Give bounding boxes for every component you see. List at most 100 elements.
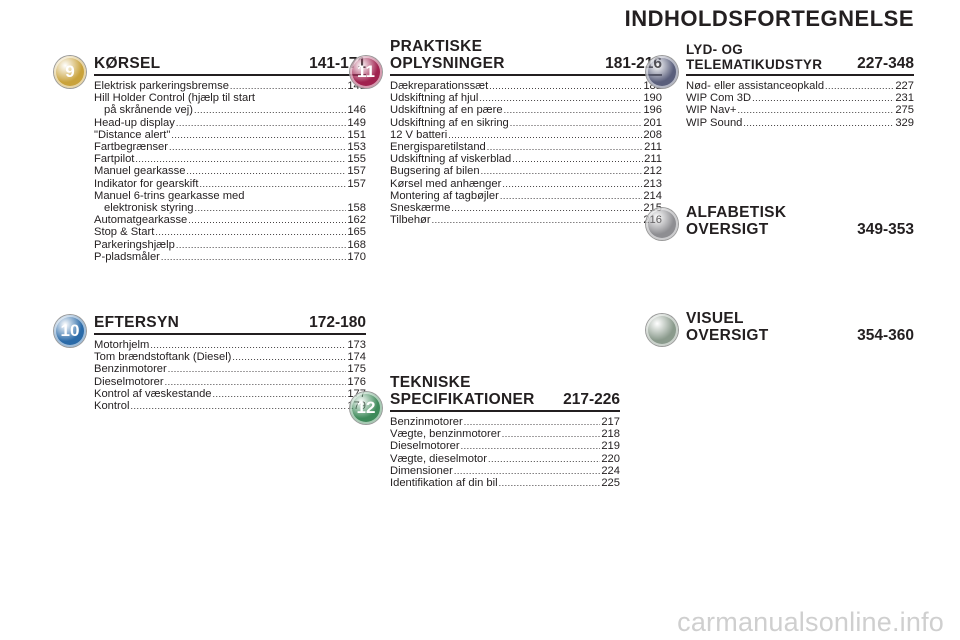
- section-title: EFTERSYN: [94, 314, 180, 331]
- toc-list: Elektrisk parkeringsbremse141Hill Holder…: [94, 80, 366, 263]
- toc-entry-title: Dieselmotorer: [390, 440, 460, 453]
- toc-entry-page: 190: [643, 92, 662, 105]
- toc-entry: elektronisk styring158: [94, 202, 366, 214]
- dot-leader: [454, 465, 601, 477]
- toc-entry-title: "Distance alert": [94, 128, 171, 141]
- section-header: 11 PRAKTISKE OPLYSNINGER 181-216: [350, 30, 662, 88]
- dot-leader: [752, 92, 894, 104]
- dot-leader: [176, 117, 346, 129]
- toc-entry-page: 211: [644, 153, 662, 166]
- toc-entry-page: 157: [347, 177, 366, 190]
- toc-entry: Manuel gearkasse157: [94, 165, 366, 177]
- dot-leader: [481, 165, 643, 177]
- toc-entry-title: Vægte, benzinmotorer: [390, 428, 501, 441]
- dot-leader: [510, 117, 643, 129]
- toc-entry-title: Kontrol: [94, 400, 130, 413]
- chapter-badge-10: 10: [54, 315, 86, 347]
- toc-entry: Nød- eller assistanceopkald227: [686, 80, 914, 92]
- toc-entry-page: 170: [347, 250, 366, 263]
- toc-entry-title: P-pladsmåler: [94, 250, 160, 263]
- toc-entry-page: 153: [347, 141, 366, 154]
- toc-entry-page: 201: [643, 116, 662, 129]
- toc-entry: Kontrol af væskestande177: [94, 388, 366, 400]
- toc-entry-title: WIP Nav+: [686, 104, 737, 117]
- toc-entry: Benzinmotorer175: [94, 363, 366, 375]
- toc-entry-title: Bugsering af bilen: [390, 165, 480, 178]
- toc-entry-title: WIP Sound: [686, 116, 743, 129]
- toc-entry-page: 275: [895, 104, 914, 117]
- toc-entry-title: Indikator for gearskift: [94, 177, 199, 190]
- dot-leader: [479, 92, 642, 104]
- toc-entry: Elektrisk parkeringsbremse141: [94, 80, 366, 92]
- toc-entry-page: 217: [601, 416, 620, 428]
- dot-leader: [500, 190, 643, 202]
- section-alfabetisk-oversigt: ALFABETISK OVERSIGT 349-353: [646, 196, 914, 240]
- toc-entry-title: elektronisk styring: [104, 202, 194, 215]
- toc-entry: Stop & Start165: [94, 226, 366, 238]
- section-visuel-oversigt: VISUEL OVERSIGT 354-360: [646, 302, 914, 346]
- chapter-badge-12: 12: [350, 392, 382, 424]
- section-page-range: 217-226: [563, 391, 620, 408]
- toc-entry-page: 157: [347, 165, 366, 178]
- section-page-range: 227-348: [857, 55, 914, 72]
- toc-entry: Udskiftning af en sikring201: [390, 117, 662, 129]
- dot-leader: [487, 141, 643, 153]
- toc-entry: Montering af tagbøjler214: [390, 190, 662, 202]
- toc-entry: Energisparetilstand 211: [390, 141, 662, 153]
- toc-entry-title: Elektrisk parkeringsbremse: [94, 80, 229, 92]
- toc-entry-page: 225: [601, 477, 620, 490]
- toc-entry-page: 219: [601, 440, 620, 453]
- toc-entry: Hill Holder Control (hjælp til start: [94, 92, 366, 104]
- toc-entry: Automatgearkasse162: [94, 214, 366, 226]
- toc-entry: Dimensioner 224: [390, 465, 620, 477]
- toc-entry-title: Montering af tagbøjler: [390, 189, 499, 202]
- dot-leader: [171, 129, 346, 141]
- toc-entry-page: 155: [347, 153, 366, 166]
- toc-entry-page: 211: [644, 141, 662, 154]
- toc-entry-page: 173: [347, 339, 366, 351]
- toc-entry-title: Kørsel med anhænger: [390, 177, 502, 190]
- toc-entry-title: Dieselmotorer: [94, 375, 164, 388]
- toc-entry-title: WIP Com 3D: [686, 92, 752, 105]
- toc-entry-title: Motorhjelm: [94, 339, 150, 351]
- toc-entry-title: Dimensioner: [390, 464, 453, 477]
- toc-entry: Head-up display149: [94, 117, 366, 129]
- dot-leader: [130, 400, 346, 412]
- toc-entry: Sneskærme215: [390, 202, 662, 214]
- toc-entry-title: Kontrol af væskestande: [94, 387, 212, 400]
- chapter-badge-11: 11: [350, 56, 382, 88]
- section-korsel: 9 KØRSEL 141-171 Elektrisk parkeringsbre…: [54, 30, 366, 263]
- toc-entry-title: Udskiftning af en pære: [390, 104, 503, 117]
- toc-entry-title: Nød- eller assistanceopkald: [686, 80, 825, 92]
- chapter-badge-audio: [646, 56, 678, 88]
- toc-entry-page: 208: [643, 128, 662, 141]
- toc-entry: Vægte, benzinmotorer218: [390, 428, 620, 440]
- toc-entry: på skrånende vej)146: [94, 104, 366, 116]
- dot-leader: [135, 153, 346, 165]
- section-header: 12 TEKNISKE SPECIFIKATIONER 217-226: [350, 366, 620, 424]
- dot-leader: [194, 104, 346, 116]
- toc-entry-page: 224: [601, 464, 620, 477]
- toc-entry: Manuel 6-trins gearkasse med: [94, 190, 366, 202]
- toc-entry: P-pladsmåler 170: [94, 251, 366, 263]
- toc-entry-title: på skrånende vej): [104, 104, 193, 117]
- toc-entry-page: 231: [895, 92, 914, 105]
- toc-entry-title: Sneskærme: [390, 202, 451, 215]
- dot-leader: [161, 251, 346, 263]
- toc-entry-title: Identifikation af din bil: [390, 477, 498, 490]
- dot-leader: [432, 214, 643, 226]
- dot-leader: [213, 388, 347, 400]
- toc-entry: WIP Sound 329: [686, 117, 914, 129]
- toc-entry-page: 165: [347, 226, 366, 239]
- dot-leader: [195, 202, 347, 214]
- section-eftersyn: 10 EFTERSYN 172-180 Motorhjelm173Tom bræ…: [54, 289, 366, 412]
- toc-entry: WIP Nav+ 275: [686, 104, 914, 116]
- toc-list: Dækreparationssæt181Udskiftning af hjul1…: [390, 80, 662, 226]
- toc-entry-page: 329: [895, 116, 914, 129]
- toc-entry-page: 220: [601, 452, 620, 465]
- toc-entry-page: 162: [347, 214, 366, 227]
- toc-entry: Kontrol179: [94, 400, 366, 412]
- toc-entry-title: Energisparetilstand: [390, 141, 486, 154]
- dot-leader: [188, 214, 346, 226]
- dot-leader: [150, 339, 346, 351]
